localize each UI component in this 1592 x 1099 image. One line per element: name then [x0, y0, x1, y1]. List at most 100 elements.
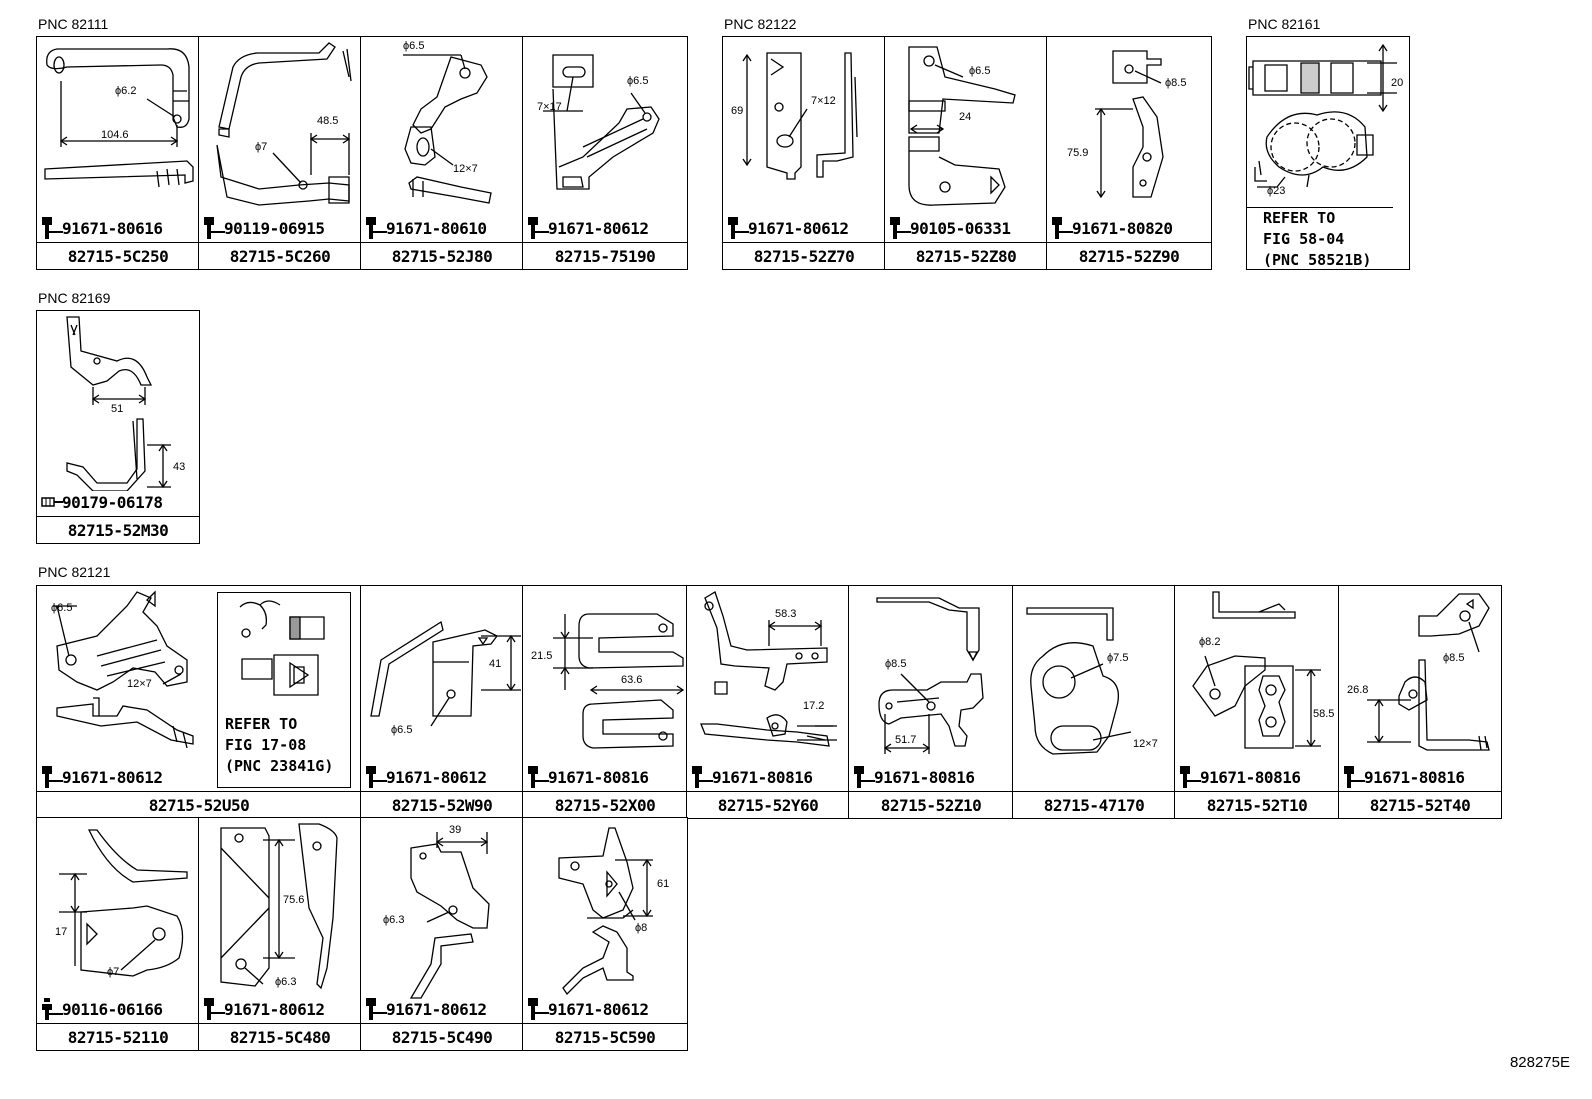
bolt-part-number[interactable]: 91671-80816: [853, 764, 1011, 790]
bolt-icon: [890, 217, 911, 239]
part-number[interactable]: 82715-5C260: [199, 242, 361, 269]
bolt-part-number[interactable]: 91671-80612: [527, 996, 685, 1022]
part-cell-82715-52U50[interactable]: ϕ6.5 12×7 REFER TO FIG 17-08 (PNC 23841G…: [36, 585, 362, 819]
bolt-part-number[interactable]: 91671-80612: [727, 215, 883, 241]
part-number[interactable]: 82715-5C490: [361, 1023, 523, 1050]
bracket-drawing: [1339, 586, 1501, 766]
bolt-number: 91671-80612: [224, 999, 325, 1019]
bracket-drawing: [523, 37, 687, 217]
part-cell-82715-52W90[interactable]: 41 ϕ6.5 91671-80612 82715-52W90: [360, 585, 524, 819]
part-number[interactable]: 82715-52W90: [361, 791, 523, 818]
part-number[interactable]: 82715-52110: [37, 1023, 199, 1050]
dimension-label: 20: [1391, 77, 1404, 89]
bolt-part-number[interactable]: 91671-80816: [527, 764, 685, 790]
part-number[interactable]: 82715-52Z10: [849, 791, 1013, 818]
bracket-drawing: [199, 818, 361, 1008]
connector-clip-drawing: [218, 593, 348, 703]
part-cell-82715-5C480[interactable]: 75.6 ϕ6.3 91671-80612 82715-5C480: [198, 817, 362, 1051]
bolt-part-number[interactable]: 91671-80612: [527, 215, 685, 241]
bolt-icon: [366, 217, 387, 239]
part-cell-82715-5C590[interactable]: 61 ϕ8 91671-80612 82715-5C590: [522, 817, 688, 1051]
dimension-label: ϕ7.5: [1107, 652, 1129, 664]
part-cell-82715-52Z10[interactable]: ϕ8.5 51.7 91671-80816 82715-52Z10: [848, 585, 1014, 819]
bolt-part-number[interactable]: 91671-80610: [365, 215, 521, 241]
bracket-drawing: [37, 311, 199, 491]
part-number[interactable]: 82715-5C480: [199, 1023, 361, 1050]
pnc-label-82122: PNC 82122: [724, 16, 797, 32]
dimension-label: 104.6: [101, 129, 129, 141]
part-number[interactable]: 82715-75190: [523, 242, 687, 269]
bolt-part-number[interactable]: 91671-80616: [41, 215, 197, 241]
part-number[interactable]: 82715-47170: [1013, 791, 1175, 818]
bolt-part-number[interactable]: 91671-80612: [365, 996, 521, 1022]
part-cell-82715-52T10[interactable]: ϕ8.2 58.5 91671-80816 82715-52T10: [1174, 585, 1340, 819]
part-number[interactable]: 82715-52M30: [37, 516, 199, 543]
bracket-drawing: [361, 818, 523, 1008]
part-cell-82715-47170[interactable]: ϕ7.5 12×7 82715-47170: [1012, 585, 1176, 819]
dimension-label: 7×17: [537, 101, 562, 113]
part-cell-82715-5C250[interactable]: ϕ6.2 104.6 91671-80616 82715-5C250: [36, 36, 200, 270]
part-cell-82715-52Y60[interactable]: 58.3 17.2 91671-80816 82715-52Y60: [686, 585, 850, 819]
dimension-label: ϕ6.5: [627, 75, 649, 87]
bolt-part-number[interactable]: 90119-06915: [203, 215, 359, 241]
part-number[interactable]: 82715-52Z80: [885, 242, 1047, 269]
part-number[interactable]: 82715-52J80: [361, 242, 523, 269]
dimension-label: 24: [959, 111, 972, 123]
dimension-label: 58.5: [1313, 708, 1335, 720]
part-cell-82715-52M30[interactable]: 51 43 90179-06178 82715-52M30: [36, 310, 200, 544]
part-cell-82715-52J80[interactable]: ϕ6.5 12×7 91671-80610 82715-52J80: [360, 36, 524, 270]
bolt-part-number[interactable]: 91671-80612: [41, 764, 195, 790]
bracket-drawing: [37, 818, 199, 1008]
bolt-part-number[interactable]: 90105-06331: [889, 215, 1045, 241]
part-number[interactable]: 82715-52T10: [1175, 791, 1339, 818]
part-number[interactable]: 82715-52Y60: [687, 791, 849, 818]
bracket-drawing: [1175, 586, 1339, 766]
dimension-label: 17: [55, 926, 68, 938]
bolt-part-number[interactable]: 91671-80612: [203, 996, 359, 1022]
part-cell-82715-5C260[interactable]: 48.5 ϕ7 90119-06915 82715-5C260: [198, 36, 362, 270]
part-number[interactable]: 82715-52T40: [1339, 791, 1501, 818]
part-cell-82715-52Z80[interactable]: ϕ6.5 24 90105-06331 82715-52Z80: [884, 36, 1048, 270]
bracket-drawing: [199, 37, 361, 217]
bolt-part-number[interactable]: 91671-80820: [1051, 215, 1209, 241]
part-cell-82715-52T40[interactable]: ϕ8.5 26.8 91671-80816 82715-52T40: [1338, 585, 1502, 819]
dimension-label: 39: [449, 824, 462, 836]
dimension-label: ϕ6.5: [969, 65, 991, 77]
part-cell-82715-75190[interactable]: 7×17 ϕ6.5 91671-80612 82715-75190: [522, 36, 688, 270]
bolt-number: 90179-06178: [62, 492, 163, 512]
bolt-part-number[interactable]: 90116-06166: [41, 996, 197, 1022]
part-cell-82715-52X00[interactable]: 21.5 63.6 91671-80816 82715-52X00: [522, 585, 688, 819]
part-cell-82715-5C490[interactable]: 39 ϕ6.3 91671-80612 82715-5C490: [360, 817, 524, 1051]
bracket-drawing: [37, 586, 361, 786]
bolt-part-number[interactable]: 90179-06178: [41, 489, 197, 515]
part-number[interactable]: 82715-52X00: [523, 791, 687, 818]
bolt-number: 91671-80816: [1364, 767, 1465, 787]
bolt-part-number[interactable]: 91671-80612: [365, 764, 521, 790]
pnc-label-82161: PNC 82161: [1248, 16, 1321, 32]
part-cell-82715-52110[interactable]: 17 ϕ7 90116-06166 82715-52110: [36, 817, 200, 1051]
stud-bolt-icon: [42, 998, 63, 1020]
part-cell-82715-52Z90[interactable]: ϕ8.5 75.9 91671-80820 82715-52Z90: [1046, 36, 1212, 270]
bolt-part-number[interactable]: 91671-80816: [691, 764, 847, 790]
dimension-label: ϕ7: [107, 966, 120, 978]
bolt-number: 90116-06166: [62, 999, 163, 1019]
dimension-label: 12×7: [127, 678, 152, 690]
dimension-label: ϕ8.5: [1165, 77, 1187, 89]
bolt-number: 91671-80816: [712, 767, 813, 787]
part-cell-pnc-82161[interactable]: 20 ϕ23 REFER TO FIG 58-04 (PNC 58521B): [1246, 36, 1410, 270]
bolt-part-number[interactable]: 91671-80816: [1179, 764, 1337, 790]
bolt-icon: [1052, 217, 1073, 239]
dimension-label: 26.8: [1347, 684, 1369, 696]
part-number[interactable]: 82715-52Z90: [1047, 242, 1211, 269]
dimension-label: 41: [489, 658, 502, 670]
part-number[interactable]: 82715-52U50: [37, 791, 361, 818]
part-number[interactable]: 82715-52Z70: [723, 242, 885, 269]
part-number[interactable]: 82715-5C590: [523, 1023, 687, 1050]
dimension-label: ϕ8.5: [885, 658, 907, 670]
bracket-drawing: [849, 586, 1013, 766]
part-cell-82715-52Z70[interactable]: 69 7×12 91671-80612 82715-52Z70: [722, 36, 886, 270]
bolt-number: 91671-80820: [1072, 218, 1173, 238]
bolt-number: 91671-80816: [1200, 767, 1301, 787]
part-number[interactable]: 82715-5C250: [37, 242, 199, 269]
bolt-part-number[interactable]: 91671-80816: [1343, 764, 1499, 790]
